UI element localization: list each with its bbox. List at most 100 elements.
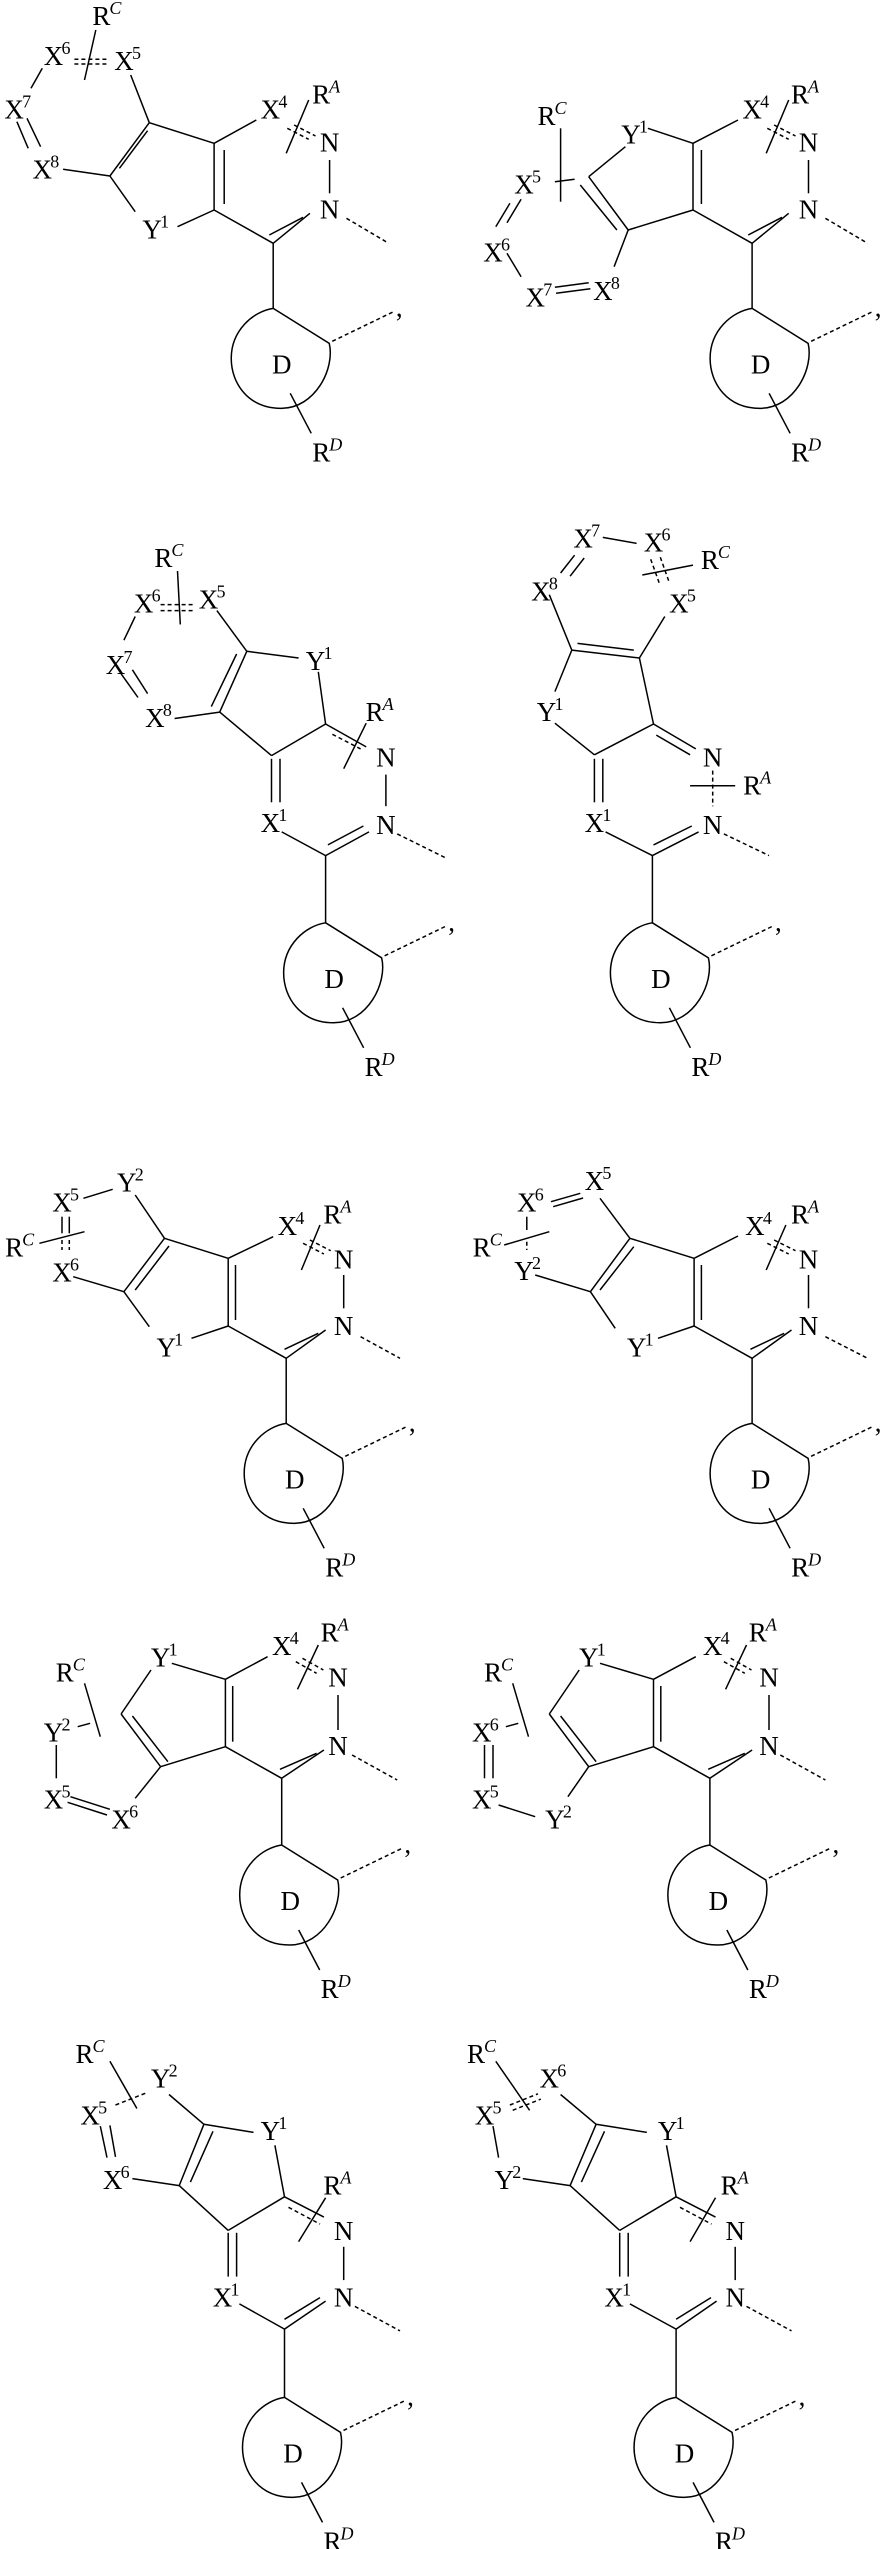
bond (766, 1225, 786, 1270)
structure-2: RCY1X4RANNX5X6X7X8DRD, (483, 76, 881, 467)
atom-label: , (448, 907, 455, 937)
atom-label: RC (154, 540, 184, 573)
bond (630, 2304, 676, 2329)
label-superscript: 5 (216, 582, 225, 602)
bond (217, 611, 247, 652)
atom-label: X4 (703, 1628, 730, 1661)
atom-label: N (376, 743, 396, 773)
atom-label: , (775, 907, 782, 937)
atom-symbol: Y (306, 646, 326, 676)
atom-label: X6 (644, 524, 671, 557)
bond (581, 2131, 604, 2182)
bond (556, 289, 590, 294)
atom-label: X6 (103, 2162, 130, 2195)
label-superscript: 2 (169, 2061, 178, 2081)
bond (31, 68, 42, 88)
bond (549, 1714, 588, 1767)
bond (493, 2126, 499, 2158)
comma-mark: , (875, 292, 881, 322)
bond (204, 2124, 254, 2132)
atom-symbol: N (703, 810, 723, 840)
bond (667, 2145, 677, 2197)
atom-label: N (328, 1663, 348, 1693)
comma-mark: , (448, 907, 455, 937)
atom-label: X1 (213, 2279, 240, 2312)
atom-label: D (675, 2438, 695, 2468)
bond (63, 169, 110, 176)
label-superscript: D (707, 1049, 721, 1069)
label-superscript: 6 (501, 235, 510, 255)
label-superscript: 2 (512, 2162, 521, 2182)
bond (131, 75, 150, 123)
bond (693, 120, 738, 143)
bond (282, 832, 326, 856)
label-superscript: D (337, 1971, 351, 1991)
dashed-bond (344, 2400, 406, 2430)
dashed-bond (303, 1658, 324, 1670)
bond (694, 1236, 738, 1258)
atom-label: X6 (52, 1255, 79, 1288)
atom-symbol: R (75, 2039, 93, 2069)
atom-label: X5 (514, 166, 541, 199)
atom-label: Y1 (261, 2113, 288, 2146)
dashed-bond (332, 311, 394, 341)
atom-symbol: R (92, 1, 110, 31)
atom-symbol: Y (545, 1804, 565, 1834)
label-superscript: 6 (557, 2061, 566, 2081)
bond (132, 1716, 168, 1762)
bond (549, 1670, 579, 1714)
atom-symbol: Y (621, 119, 641, 149)
atom-label: , (799, 2381, 806, 2411)
bond (17, 122, 28, 149)
bond (606, 832, 653, 856)
label-superscript: 5 (62, 1781, 71, 1801)
atom-label: X5 (475, 2097, 502, 2130)
label-superscript: 5 (602, 1163, 611, 1183)
atom-symbol: D (283, 2438, 303, 2468)
atom-label: X7 (106, 647, 133, 680)
atom-label: , (875, 1407, 881, 1437)
atom-symbol: R (749, 1618, 767, 1648)
label-superscript: A (328, 76, 341, 96)
bond (192, 1326, 229, 1338)
label-superscript: C (22, 1230, 35, 1250)
bond (83, 1189, 112, 1198)
label-superscript: 1 (676, 2113, 685, 2133)
atom-symbol: R (749, 1974, 767, 2004)
bond (149, 123, 214, 144)
bond (124, 1292, 149, 1327)
bond (179, 2124, 204, 2185)
atom-label: RC (92, 0, 122, 31)
bond (614, 230, 628, 267)
dashed-bond (731, 1658, 752, 1670)
atom-label: D (324, 964, 344, 994)
label-superscript: 1 (639, 116, 648, 136)
atom-label: , (832, 1829, 839, 1859)
atom-label: X6 (111, 1801, 138, 1834)
bond (570, 558, 584, 576)
atom-label: RD (791, 1549, 821, 1582)
atom-label: RA (321, 1615, 350, 1648)
bond (121, 1670, 151, 1714)
label-superscript: C (490, 1230, 503, 1250)
atom-label: Y1 (151, 1640, 178, 1673)
atom-label: X5 (472, 1781, 499, 1814)
comma-mark: , (396, 292, 403, 322)
bond (726, 1645, 747, 1689)
atom-symbol: D (651, 964, 671, 994)
bond (658, 1326, 694, 1338)
atom-symbol: R (537, 101, 555, 131)
atom-label: Y2 (494, 2162, 521, 2195)
label-superscript: C (93, 2036, 106, 2056)
bond (507, 199, 521, 222)
bond (225, 1747, 281, 1779)
atom-symbol: Y (537, 697, 557, 727)
bond (620, 2197, 676, 2231)
bond (690, 2198, 715, 2242)
bond (600, 1663, 654, 1679)
atom-symbol: N (328, 1731, 348, 1761)
atom-label: X6 (483, 235, 510, 268)
label-superscript: 8 (549, 574, 558, 594)
label-superscript: D (807, 434, 821, 454)
bond (648, 128, 693, 143)
